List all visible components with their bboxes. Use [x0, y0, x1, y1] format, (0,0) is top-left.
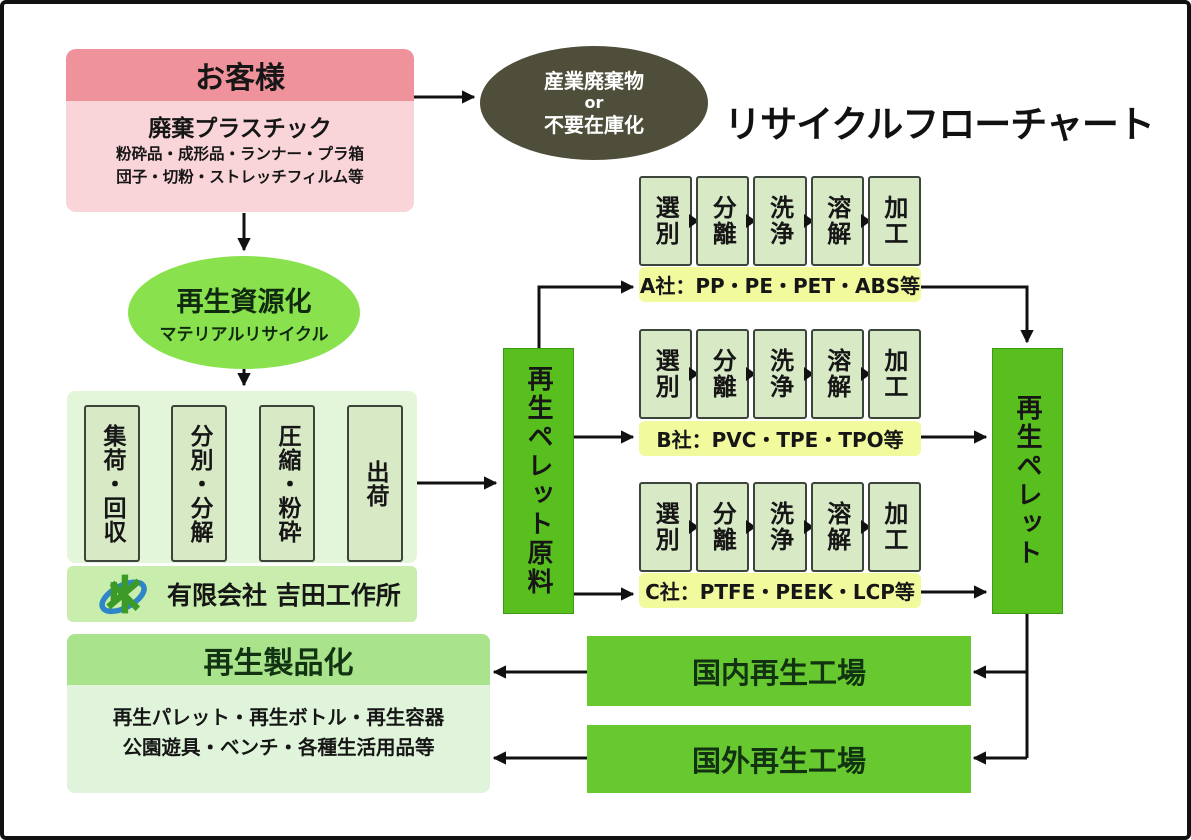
material-recycle-ellipse: 再生資源化 マテリアルリサイクル	[128, 256, 360, 369]
process-step-label: 加工	[879, 501, 908, 553]
process-step-label: 分離	[708, 195, 737, 247]
process-step-label: 選別	[651, 348, 680, 400]
process-step: 分離	[696, 482, 750, 572]
process-step: 洗浄	[753, 482, 807, 572]
pellet-source-bar: 再生ペレット原料	[503, 348, 574, 614]
recycled-products-header: 再生製品化	[67, 634, 490, 685]
process-step: 加工	[867, 482, 922, 572]
process-step: 溶解	[810, 176, 864, 266]
step-arrow-icon	[860, 520, 871, 534]
process-step: 選別	[639, 329, 693, 419]
company-name: 有限会社 吉田工作所	[167, 581, 401, 610]
chain-step-label: 出荷	[362, 459, 388, 508]
step-arrow-icon	[746, 214, 757, 228]
step-arrow-icon	[803, 367, 814, 381]
process-step-label: 選別	[651, 501, 680, 553]
step-arrow-icon	[860, 367, 871, 381]
process-row-b: 選別 分離 洗浄 溶解 加工	[639, 329, 922, 419]
process-step-label: 溶解	[822, 348, 851, 400]
process-step-label: 分離	[708, 348, 737, 400]
process-row-a: 選別 分離 洗浄 溶解 加工	[639, 176, 922, 266]
company-logo-icon	[99, 574, 147, 615]
step-arrow-icon	[689, 367, 700, 381]
step-arrow-icon	[803, 520, 814, 534]
pellet-source-label: 再生ペレット原料	[523, 365, 553, 597]
process-step-label: 溶解	[822, 195, 851, 247]
process-step: 溶解	[810, 329, 864, 419]
overseas-factory-box: 国外再生工場	[587, 725, 971, 793]
step-arrow-icon	[689, 214, 700, 228]
material-recycle-subtitle: マテリアルリサイクル	[159, 325, 329, 345]
step-arrow-icon	[746, 367, 757, 381]
process-step: 溶解	[810, 482, 864, 572]
company-strip: 有限会社 吉田工作所	[67, 566, 417, 622]
industrial-waste-line1: 産業廃棄物	[544, 68, 644, 93]
pellet-bar: 再生ペレット	[992, 348, 1063, 614]
company-c-label: C社：PTFE・PEEK・LCP等	[639, 573, 921, 608]
waste-plastic-detail-line2: 団子・切粉・ストレッチフィルム等	[116, 168, 364, 187]
process-step-label: 洗浄	[765, 195, 794, 247]
company-b-label: B社：PVC・TPE・TPO等	[639, 421, 921, 456]
products-detail-line1: 再生パレット・再生ボトル・再生容器	[112, 706, 445, 729]
process-step-label: 溶解	[822, 501, 851, 553]
process-step-label: 分離	[708, 501, 737, 553]
recycled-products-body: 再生パレット・再生ボトル・再生容器 公園遊具・ベンチ・各種生活用品等	[67, 685, 490, 793]
process-step: 選別	[639, 482, 693, 572]
process-step-label: 加工	[879, 348, 908, 400]
chain-step-collect: 集荷・回収	[84, 405, 140, 562]
customer-box: お客様 廃棄プラスチック 粉砕品・成形品・ランナー・プラ箱 団子・切粉・ストレッ…	[66, 49, 414, 212]
process-step-label: 洗浄	[765, 348, 794, 400]
step-arrow-icon	[689, 520, 700, 534]
process-step: 選別	[639, 176, 693, 266]
products-detail-line2: 公園遊具・ベンチ・各種生活用品等	[122, 736, 435, 760]
industrial-waste-line3: 不要在庫化	[544, 112, 644, 137]
page-title: リサイクルフローチャート	[724, 103, 1155, 146]
process-step-label: 選別	[651, 195, 680, 247]
step-arrow-icon	[803, 214, 814, 228]
process-row-c: 選別 分離 洗浄 溶解 加工	[639, 482, 922, 572]
chain-step-sort: 分別・分解	[171, 405, 227, 562]
chain-step-label: 圧縮・粉砕	[274, 423, 300, 544]
process-step: 洗浄	[753, 329, 807, 419]
recycled-products-box: 再生製品化 再生パレット・再生ボトル・再生容器 公園遊具・ベンチ・各種生活用品等	[67, 634, 490, 793]
customer-header: お客様	[66, 49, 414, 101]
waste-plastic-title: 廃棄プラスチック	[148, 116, 332, 142]
waste-plastic-panel: 廃棄プラスチック 粉砕品・成形品・ランナー・プラ箱 団子・切粉・ストレッチフィル…	[66, 101, 414, 212]
collection-chain-panel: 集荷・回収 分別・分解 圧縮・粉砕 出荷	[67, 391, 417, 563]
chain-step-ship: 出荷	[347, 405, 403, 562]
process-step-label: 洗浄	[765, 501, 794, 553]
industrial-waste-line2: or	[584, 93, 604, 113]
process-step: 分離	[696, 176, 750, 266]
process-step: 洗浄	[753, 176, 807, 266]
process-step: 加工	[867, 176, 922, 266]
process-step-label: 加工	[879, 195, 908, 247]
company-a-label: A社：PP・PE・PET・ABS等	[639, 267, 921, 302]
process-step: 加工	[867, 329, 922, 419]
domestic-factory-box: 国内再生工場	[587, 636, 971, 706]
pellet-label: 再生ペレット	[1012, 394, 1042, 568]
waste-plastic-detail-line1: 粉砕品・成形品・ランナー・プラ箱	[115, 145, 364, 163]
chain-step-compress: 圧縮・粉砕	[259, 405, 315, 562]
material-recycle-title: 再生資源化	[176, 287, 312, 318]
industrial-waste-ellipse: 産業廃棄物 or 不要在庫化	[480, 46, 708, 160]
chain-step-label: 集荷・回収	[99, 423, 125, 544]
chain-step-label: 分別・分解	[186, 423, 212, 544]
step-arrow-icon	[746, 520, 757, 534]
process-step: 分離	[696, 329, 750, 419]
step-arrow-icon	[860, 214, 871, 228]
